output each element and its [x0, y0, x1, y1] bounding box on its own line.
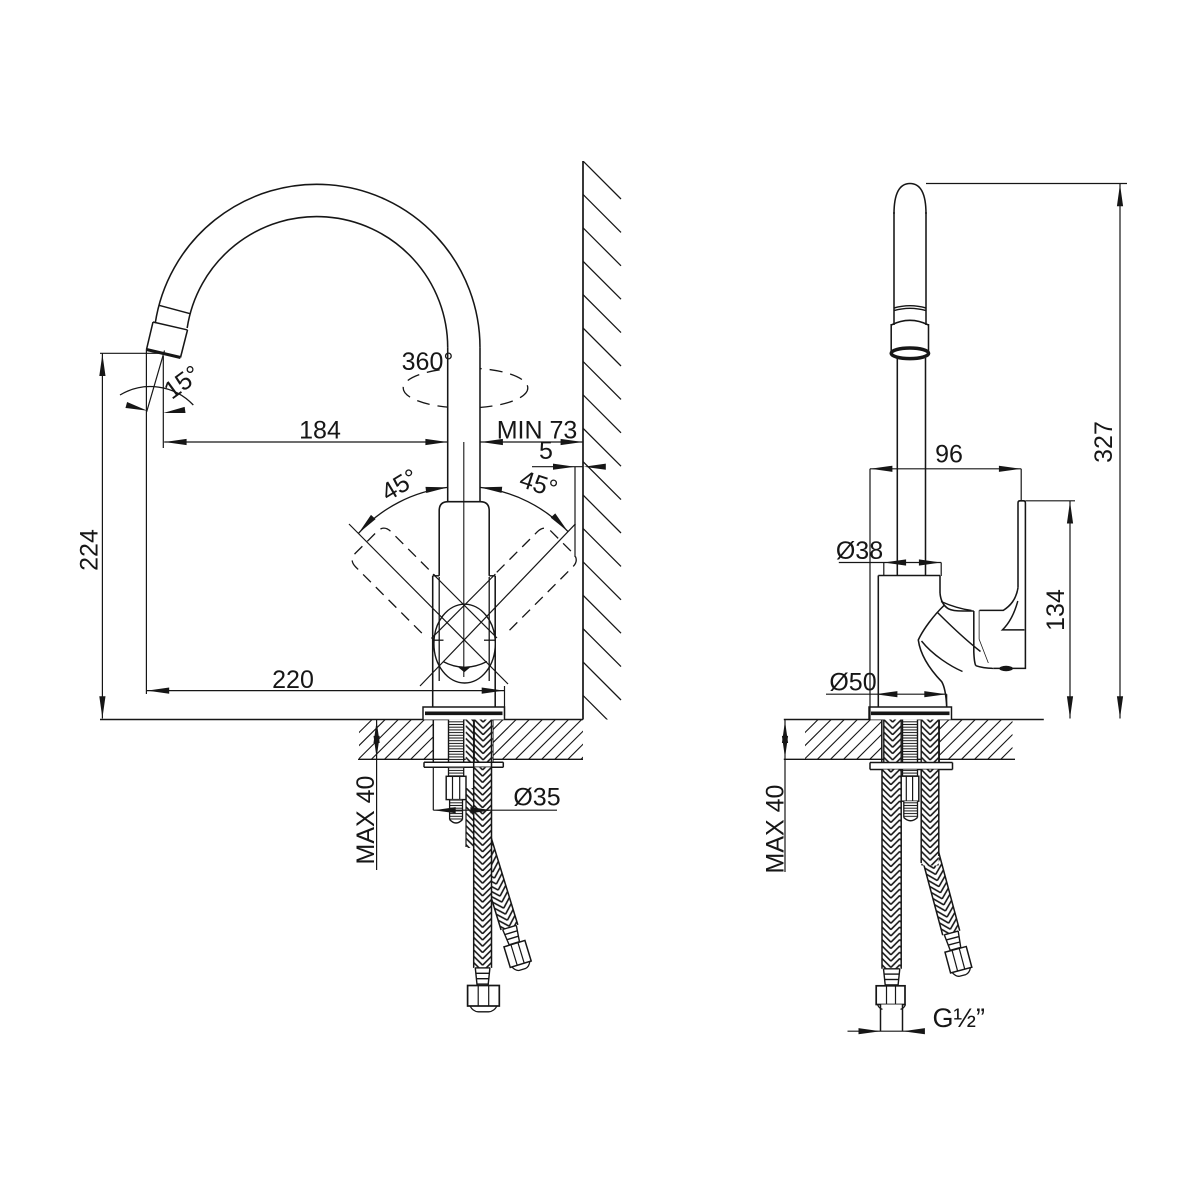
svg-text:184: 184 [299, 417, 341, 445]
svg-text:360°: 360° [402, 348, 454, 376]
svg-text:MIN 73: MIN 73 [497, 417, 578, 445]
svg-text:96: 96 [935, 441, 963, 469]
svg-text:Ø35: Ø35 [513, 784, 560, 812]
svg-text:224: 224 [76, 529, 104, 571]
svg-text:5: 5 [539, 437, 553, 465]
svg-text:G½”: G½” [933, 1003, 986, 1033]
svg-text:MAX 40: MAX 40 [352, 776, 380, 865]
svg-text:Ø38: Ø38 [836, 537, 883, 565]
svg-text:134: 134 [1042, 589, 1070, 631]
svg-text:220: 220 [272, 666, 314, 694]
svg-text:Ø50: Ø50 [829, 669, 876, 697]
svg-text:MAX 40: MAX 40 [762, 785, 790, 874]
svg-text:327: 327 [1090, 421, 1118, 463]
